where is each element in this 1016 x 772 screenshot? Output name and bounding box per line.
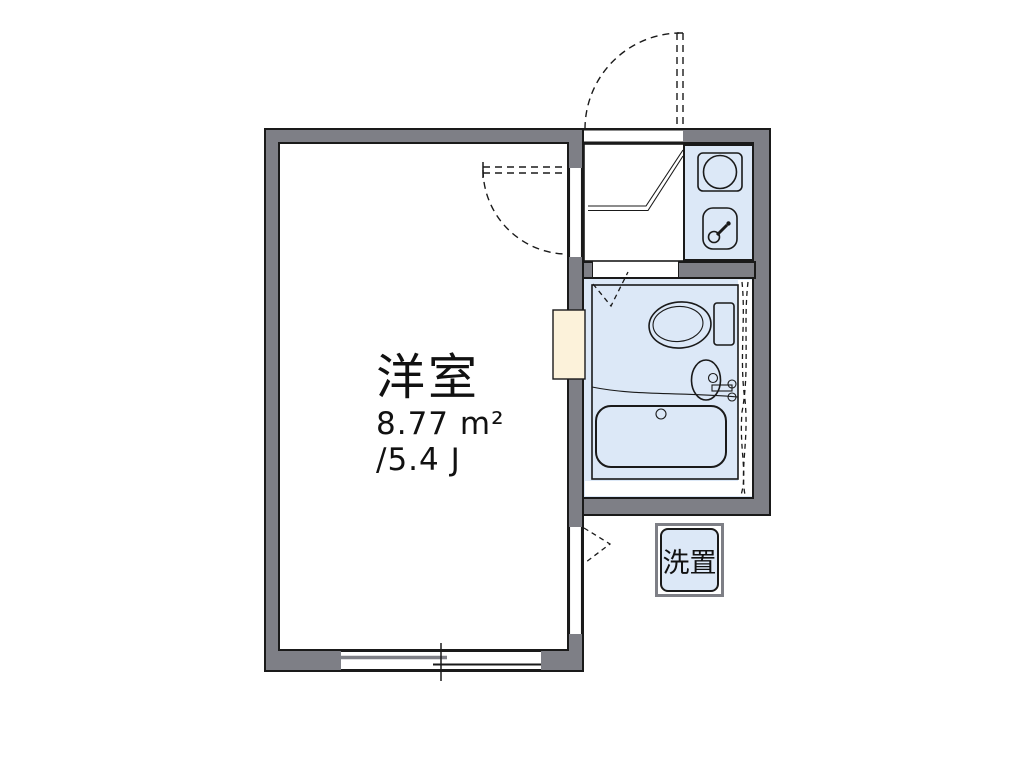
kitchen-counter	[683, 144, 754, 261]
room-name: 洋室	[376, 349, 481, 406]
entry-opening	[584, 129, 683, 143]
entry-door-swing-icon	[584, 32, 684, 130]
washer-box-label: 洗置	[662, 547, 717, 579]
interior-door-opening	[568, 168, 583, 257]
exterior-opening-lower	[568, 527, 583, 634]
wash-basin-icon	[690, 359, 737, 402]
entry-hall	[583, 143, 685, 262]
shower-curtain-line	[740, 281, 749, 496]
genkan-step	[588, 149, 684, 212]
bathroom-door-opening	[593, 261, 678, 279]
folding-door-exterior-icon	[583, 527, 612, 563]
interior-door-swing-icon	[482, 162, 568, 255]
kitchen-sink-icon	[702, 207, 738, 250]
window-icon	[341, 643, 541, 681]
bathroom	[582, 271, 754, 499]
room-area-sqm: 8.77 m²	[376, 405, 505, 442]
utility-box	[552, 309, 586, 380]
washer-box: 洗置	[655, 523, 724, 597]
room-label: 洋室 8.77 m² /5.4 J	[376, 351, 505, 477]
toilet-icon	[648, 301, 735, 349]
walls	[264, 128, 771, 672]
stove-burner-icon	[697, 152, 743, 192]
washer-box-inner: 洗置	[660, 528, 719, 592]
room-area-tatami: /5.4 J	[376, 442, 461, 479]
bathtub-icon	[595, 405, 727, 468]
folding-door-bath-icon	[592, 271, 629, 308]
